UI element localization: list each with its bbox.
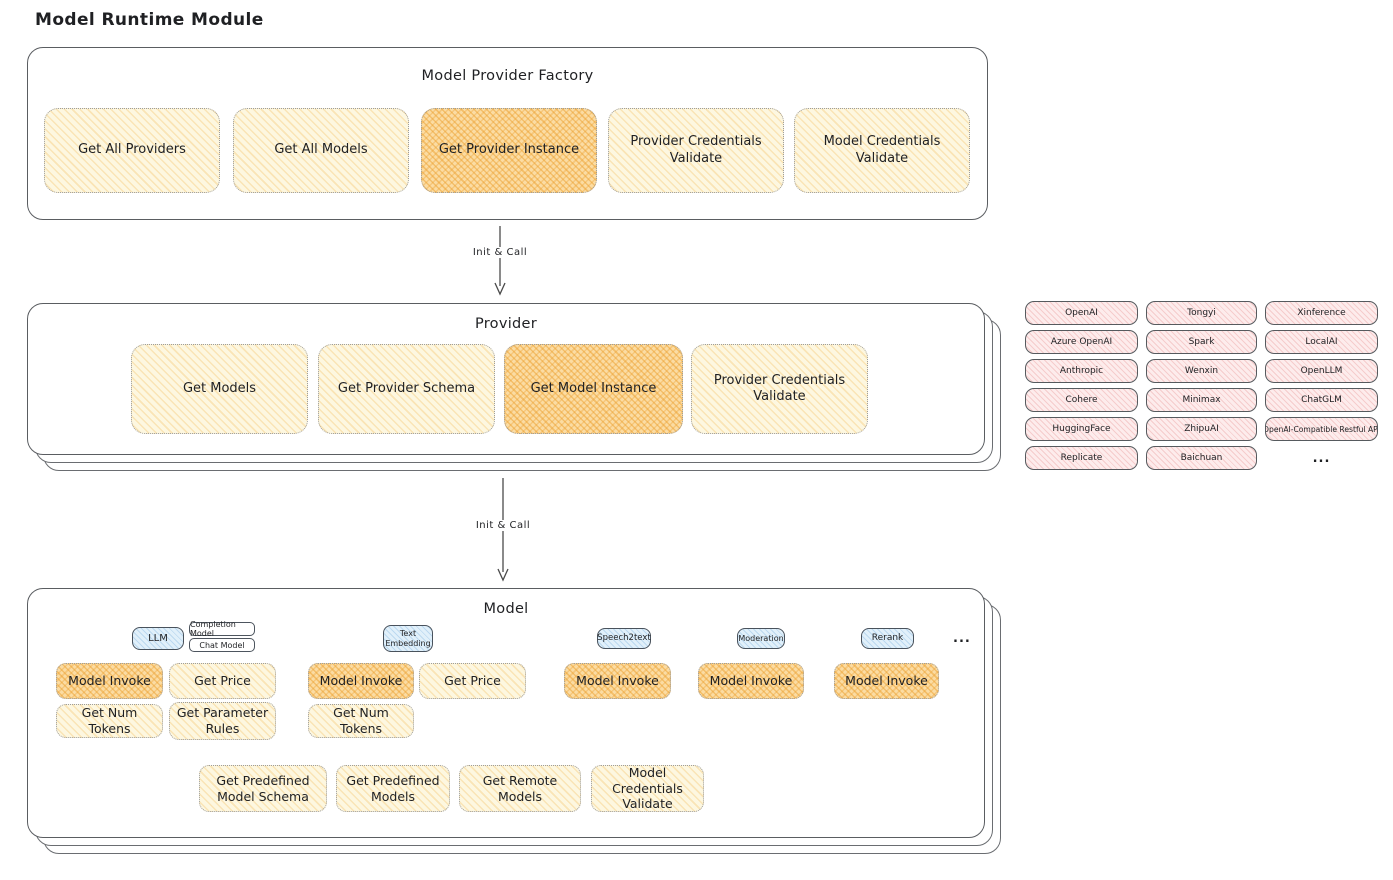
llm-get-price: Get Price (169, 663, 276, 699)
provider-panel-title: Provider (474, 316, 538, 332)
provider-chip-tongyi: Tongyi (1146, 301, 1257, 325)
provider-chip-xinference: Xinference (1265, 301, 1378, 325)
provider-chip-spark: Spark (1146, 330, 1257, 354)
text-embedding-get-price: Get Price (419, 663, 526, 699)
provider-chip-openai: OpenAI (1025, 301, 1138, 325)
provider-chip-cohere: Cohere (1025, 388, 1138, 412)
flow-arrow-factory-to-provider (494, 226, 506, 296)
tab-llm: LLM (132, 627, 184, 650)
text-embedding-get-num-tokens: Get Num Tokens (308, 704, 414, 738)
factory-get-all-providers: Get All Providers (44, 108, 220, 193)
provider-list-more: ... (1312, 450, 1331, 466)
arrow-label-init-call-2: Init & Call (461, 520, 545, 531)
provider-get-model-instance: Get Model Instance (504, 344, 683, 434)
factory-get-all-models: Get All Models (233, 108, 409, 193)
factory-panel-title: Model Provider Factory (421, 68, 594, 84)
provider-list: OpenAI Tongyi Xinference Azure OpenAI Sp… (1025, 301, 1378, 470)
provider-panel: Provider Get Models Get Provider Schema … (27, 303, 985, 455)
llm-get-parameter-rules: Get Parameter Rules (169, 702, 276, 740)
factory-model-credentials-validate: Model Credentials Validate (794, 108, 970, 193)
provider-chip-replicate: Replicate (1025, 446, 1138, 470)
provider-chip-baichuan: Baichuan (1146, 446, 1257, 470)
model-get-predefined-models: Get Predefined Models (336, 765, 450, 812)
provider-get-models: Get Models (131, 344, 308, 434)
provider-chip-azure-openai: Azure OpenAI (1025, 330, 1138, 354)
model-panel-title: Model (483, 601, 529, 617)
diagram-title: Model Runtime Module (35, 10, 264, 30)
provider-get-provider-schema: Get Provider Schema (318, 344, 495, 434)
provider-chip-openai-compatible: OpenAI-Compatible Restful API (1265, 417, 1378, 441)
tab-rerank: Rerank (861, 628, 914, 649)
model-tabs-more: ... (953, 631, 971, 646)
rerank-model-invoke: Model Invoke (834, 663, 939, 699)
tab-text-embedding: Text Embedding (383, 625, 433, 652)
provider-chip-minimax: Minimax (1146, 388, 1257, 412)
tab-moderation: Moderation (737, 628, 785, 649)
tab-chat-model: Chat Model (189, 638, 255, 652)
arrow-label-init-call-1: Init & Call (458, 247, 542, 258)
speech2text-model-invoke: Model Invoke (564, 663, 671, 699)
factory-get-provider-instance: Get Provider Instance (421, 108, 597, 193)
provider-chip-localai: LocalAI (1265, 330, 1378, 354)
provider-chip-anthropic: Anthropic (1025, 359, 1138, 383)
factory-provider-credentials-validate: Provider Credentials Validate (608, 108, 784, 193)
llm-get-num-tokens: Get Num Tokens (56, 704, 163, 738)
provider-chip-wenxin: Wenxin (1146, 359, 1257, 383)
model-panel: Model LLM Completion Model Chat Model Te… (27, 588, 985, 838)
text-embedding-model-invoke: Model Invoke (308, 663, 414, 699)
tab-speech2text: Speech2text (597, 628, 651, 649)
tab-completion-model: Completion Model (189, 620, 255, 638)
provider-chip-openllm: OpenLLM (1265, 359, 1378, 383)
moderation-model-invoke: Model Invoke (698, 663, 804, 699)
provider-chip-zhipuai: ZhipuAI (1146, 417, 1257, 441)
model-get-remote-models: Get Remote Models (459, 765, 581, 812)
provider-credentials-validate: Provider Credentials Validate (691, 344, 868, 434)
provider-chip-chatglm: ChatGLM (1265, 388, 1378, 412)
llm-model-invoke: Model Invoke (56, 663, 163, 699)
model-get-predefined-model-schema: Get Predefined Model Schema (199, 765, 327, 812)
model-credentials-validate: Model Credentials Validate (591, 765, 704, 812)
provider-chip-huggingface: HuggingFace (1025, 417, 1138, 441)
factory-panel: Model Provider Factory Get All Providers… (27, 47, 988, 220)
